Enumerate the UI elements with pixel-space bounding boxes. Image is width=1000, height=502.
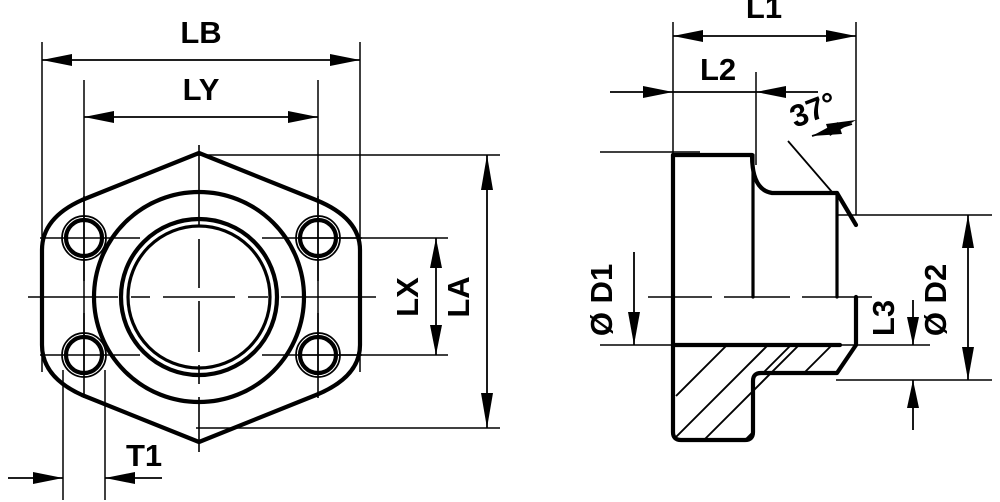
flange-boss-circle xyxy=(91,189,307,405)
bore-inner-circle xyxy=(126,224,272,370)
arrowhead-l3-bottom xyxy=(907,380,919,408)
arrowhead-t1-left xyxy=(33,472,63,484)
dimension-d2: Ø D2 xyxy=(918,215,974,380)
bolt-hole-ul-bore xyxy=(63,217,105,259)
arrowhead-lb-right xyxy=(330,54,360,66)
hatch-line-1 xyxy=(675,344,728,397)
bolt-hole-lr-bore xyxy=(297,334,339,376)
arrowhead-ly-left xyxy=(84,111,114,123)
dimension-label-ly: LY xyxy=(183,72,220,107)
dimension-angle-37: 37° xyxy=(785,85,856,193)
arrowhead-ly-right xyxy=(288,111,318,123)
section-hatching xyxy=(675,344,833,441)
dimension-label-lb: LB xyxy=(180,15,221,50)
hatch-line-5 xyxy=(803,344,833,374)
dimension-t1: T1 xyxy=(8,438,162,484)
dimension-lx: LX xyxy=(390,238,442,355)
arrowhead-lx-top xyxy=(430,238,442,268)
hatch-line-2 xyxy=(675,344,769,438)
hatch-line-3 xyxy=(703,344,800,441)
arrowhead-la-top xyxy=(481,155,493,190)
front-view-group: LB LY LA LX xyxy=(8,15,500,500)
bolt-hole-lr-ring xyxy=(295,332,341,378)
arrowhead-l3-top xyxy=(907,317,919,345)
arrowhead-d1-bottom xyxy=(628,312,640,345)
arrowhead-l2-right xyxy=(756,86,786,98)
arrowhead-37deg-right xyxy=(826,120,856,136)
bolt-hole-ul-ring xyxy=(61,215,107,261)
bolt-hole-ur-bore xyxy=(297,217,339,259)
arrowhead-d2-bottom xyxy=(962,347,974,380)
bolt-hole-lower-left xyxy=(61,332,107,378)
dimension-la: LA xyxy=(441,155,493,428)
bolt-hole-ll-bore xyxy=(63,334,105,376)
arrowhead-l2-left xyxy=(643,86,673,98)
dimension-label-lx: LX xyxy=(390,277,425,317)
bolt-hole-lower-right xyxy=(295,332,341,378)
section-chamfer-edge xyxy=(834,190,859,228)
arrowhead-la-bottom xyxy=(481,393,493,428)
section-view-group: L1 L2 37° xyxy=(584,0,992,443)
dimension-l1: L1 xyxy=(673,0,856,42)
bolt-hole-upper-right xyxy=(295,215,341,261)
dimension-label-t1: T1 xyxy=(126,438,162,473)
dimension-label-l2: L2 xyxy=(700,52,736,87)
dimension-label-d2: Ø D2 xyxy=(918,264,953,336)
dimension-label-la: LA xyxy=(441,276,476,317)
dimension-lb: LB xyxy=(42,15,360,66)
flange-outline xyxy=(39,150,363,445)
arrowhead-d2-top xyxy=(962,215,974,248)
dimension-l3: L3 xyxy=(866,300,919,430)
hatch-line-3b xyxy=(744,431,754,441)
arrowhead-lb-left xyxy=(42,54,72,66)
dimension-label-l1: L1 xyxy=(746,0,782,25)
dimension-d1: Ø D1 xyxy=(584,252,640,345)
arrowhead-lx-bottom xyxy=(430,325,442,355)
bolt-hole-ll-ring xyxy=(61,332,107,378)
dimension-ly: LY xyxy=(84,72,318,123)
bolt-hole-upper-left xyxy=(61,215,107,261)
section-cut-profile xyxy=(670,294,859,443)
dimension-l2: L2 xyxy=(610,52,818,98)
dimension-label-l3: L3 xyxy=(866,300,901,336)
arrowhead-t1-right xyxy=(105,472,135,484)
arrowhead-l1-right xyxy=(826,30,856,42)
section-body-upper-profile xyxy=(670,152,840,196)
bore-outer-circle xyxy=(118,216,280,378)
arrowhead-l1-left xyxy=(673,30,703,42)
dimension-label-d1: Ø D1 xyxy=(584,264,619,336)
bolt-hole-ur-ring xyxy=(295,215,341,261)
leader-line-37deg xyxy=(787,140,833,193)
hatch-line-4 xyxy=(762,344,792,374)
